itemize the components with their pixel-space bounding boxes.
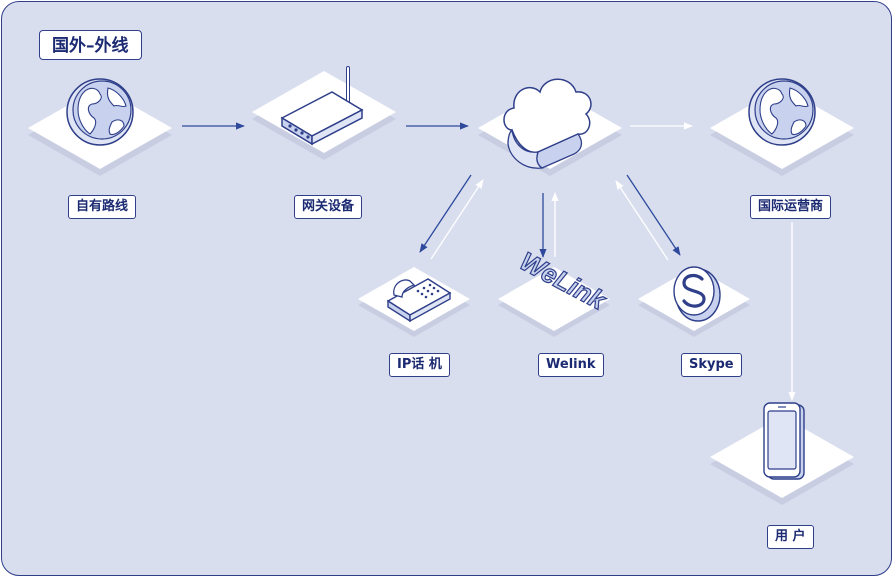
arrow-cloud-to-ip-phone [419,174,472,253]
arrow-ip-phone-to-cloud [430,179,484,260]
node-cloud [478,78,622,176]
skype-logo-icon [673,266,721,322]
connection-arrows [182,122,796,401]
node-gateway [252,66,396,160]
smartphone-icon [763,402,805,480]
globe-icon [748,78,816,146]
label-intl-carrier: 国际运营商 [750,195,832,219]
router-icon [280,66,364,146]
node-own-route [28,78,172,176]
node-skype [638,266,750,337]
label-own-route: 自有路线 [68,195,137,219]
label-user: 用 户 [767,525,814,549]
node-user [710,402,854,505]
globe-icon [66,78,134,146]
label-skype: Skype [681,353,742,377]
label-gateway: 网关设备 [294,195,363,219]
label-ip-phone: IP话 机 [389,353,450,377]
diagram-title: 国外–外线 [39,30,142,60]
node-ip-phone [358,267,470,337]
node-intl-carrier [710,78,854,176]
node-welink: WeLink [498,245,612,337]
arrow-skype-to-cloud [615,180,669,261]
telephone-icon [386,278,452,323]
cloud-icon [503,78,592,169]
label-welink: Welink [538,353,604,377]
arrow-cloud-to-skype [626,174,681,256]
